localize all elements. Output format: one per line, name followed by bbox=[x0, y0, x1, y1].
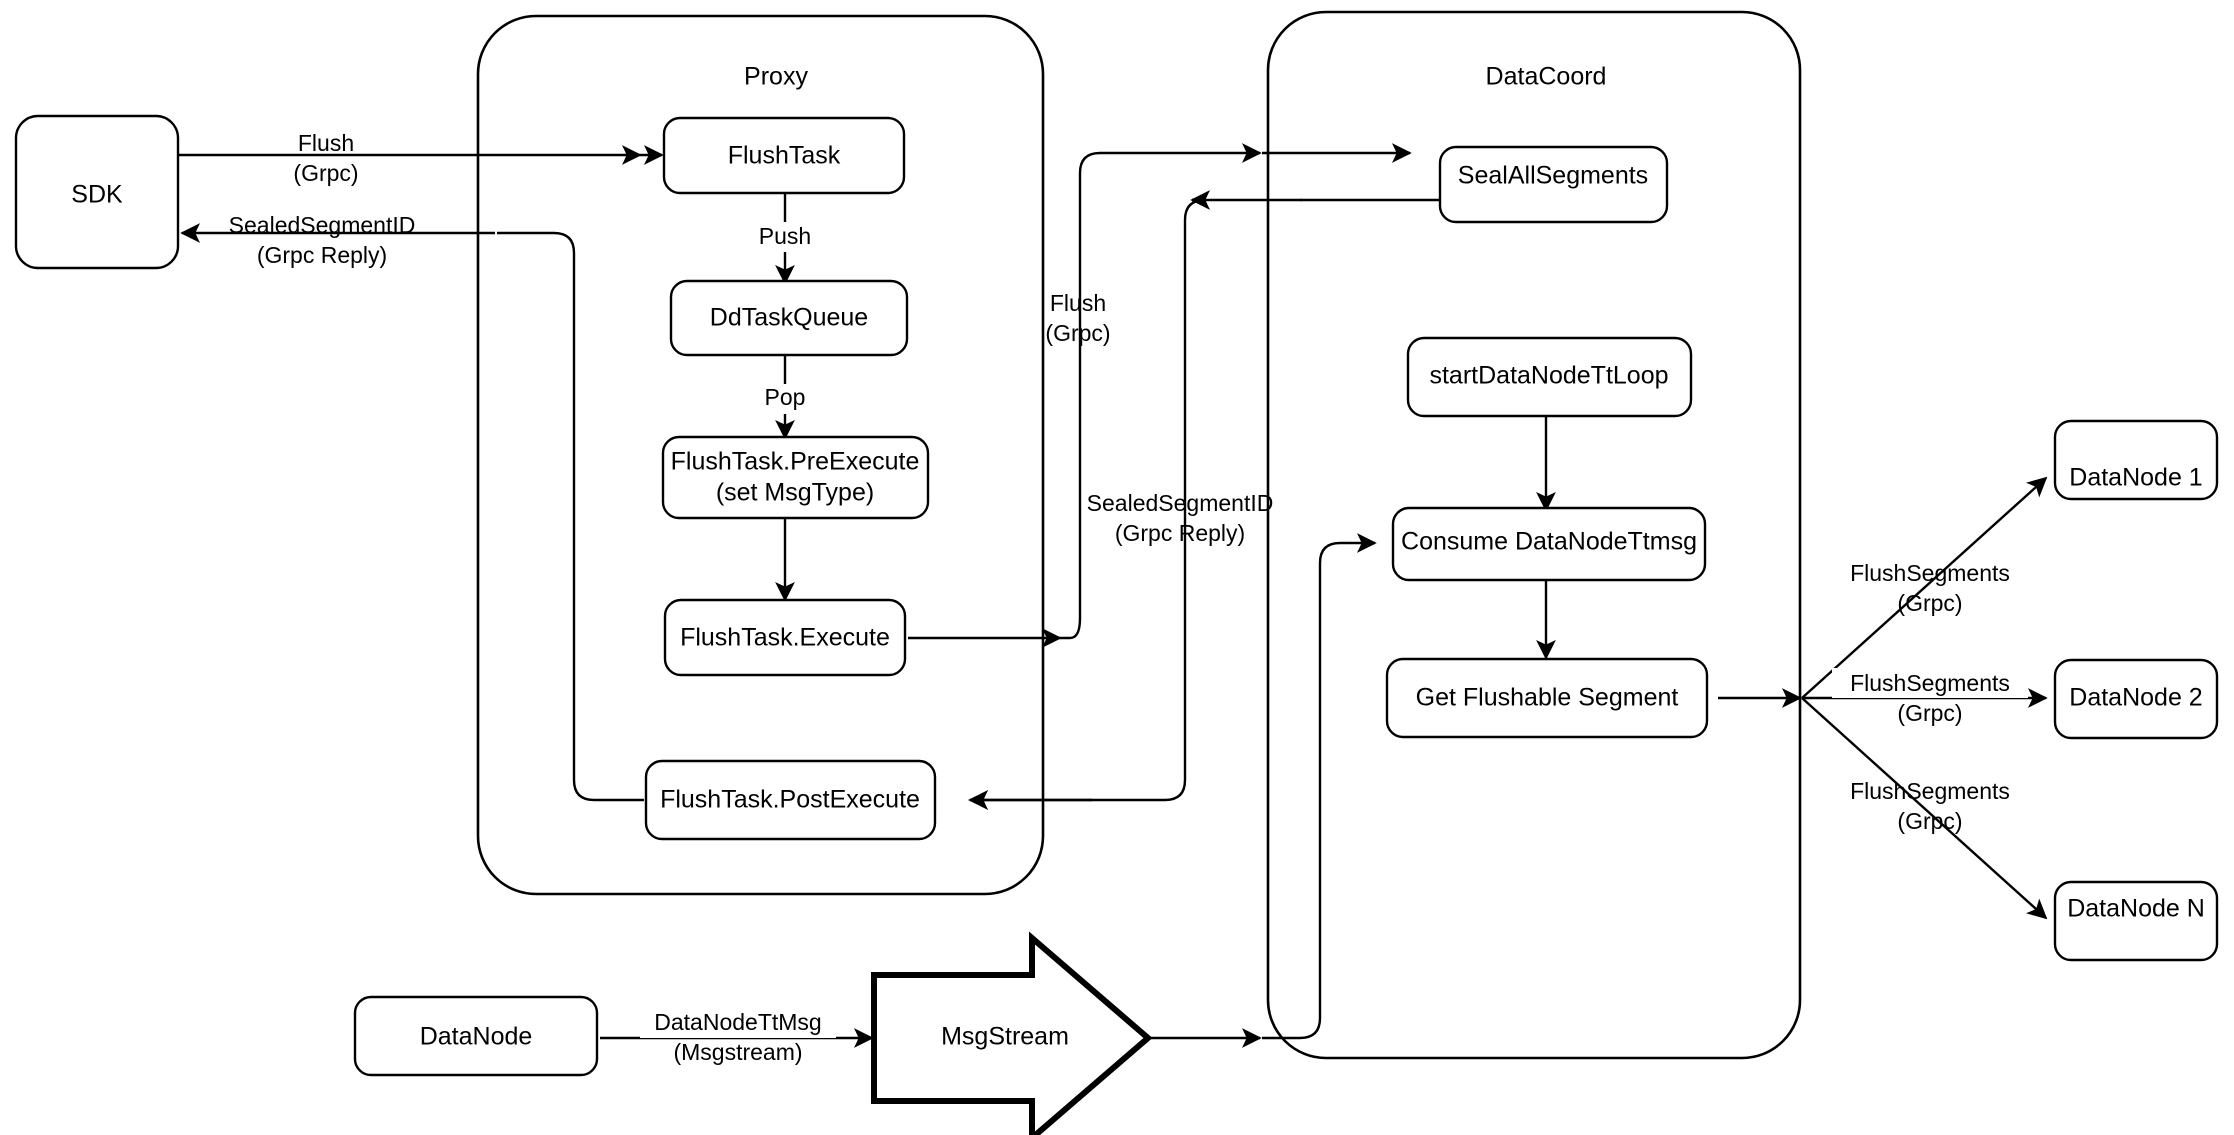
edge-label-flushsegments2-line1: FlushSegments bbox=[1850, 670, 2010, 696]
node-datanode-1[interactable]: DataNode 1 bbox=[2053, 419, 2219, 501]
ddtaskqueue-label: DdTaskQueue bbox=[710, 304, 868, 332]
edge-label-flushsegments2-line2: (Grpc) bbox=[1897, 700, 1962, 726]
startdatanodettloop-box bbox=[1406, 336, 1693, 418]
edge-flush-grpc-to-datacoord bbox=[1060, 143, 1262, 640]
edge-label-flushsegments-1: FlushSegments (Grpc) bbox=[1850, 560, 2010, 616]
execute-box bbox=[663, 598, 907, 677]
edge-hub-to-datanoden bbox=[1801, 697, 2048, 920]
node-sdk[interactable]: SDK bbox=[14, 114, 180, 270]
node-consume-datanodettmsg[interactable]: Consume DataNodeTtmsg bbox=[1391, 506, 1707, 582]
sealallsegments-label: SealAllSegments bbox=[1458, 162, 1648, 190]
edge-label-sealedsegmentid-line1: SealedSegmentID bbox=[229, 212, 416, 238]
node-datanode-n[interactable]: DataNode N bbox=[2053, 880, 2219, 962]
edge-label-pop: Pop bbox=[754, 384, 816, 414]
node-msgstream[interactable]: MsgStream bbox=[871, 931, 1153, 1135]
edge-label-sealedreply-line1: SealedSegmentID bbox=[1087, 490, 1274, 516]
edge-label-flushsegmentsn-line2: (Grpc) bbox=[1897, 808, 1962, 834]
edge-label-push: Push bbox=[748, 222, 822, 252]
sealallsegments-box bbox=[1438, 145, 1669, 224]
edge-label-sealedsegmentid-line2: (Grpc Reply) bbox=[257, 242, 387, 268]
pop-label-backdrop bbox=[754, 384, 816, 414]
node-flushtask-execute[interactable]: FlushTask.Execute bbox=[663, 598, 907, 677]
edge-label-flushsegments1-line1: FlushSegments bbox=[1850, 560, 2010, 586]
edge-label-datanode-ttmsg: DataNodeTtMsg (Msgstream) bbox=[640, 1008, 836, 1065]
edge-label-flush-datacoord-line1: Flush bbox=[1050, 290, 1106, 316]
node-sealallsegments[interactable]: SealAllSegments bbox=[1438, 145, 1669, 224]
datacoord-container-label: DataCoord bbox=[1486, 63, 1607, 91]
edge-label-pop: Pop bbox=[765, 384, 806, 410]
sdk-box bbox=[14, 114, 180, 270]
sdk-label: SDK bbox=[71, 181, 123, 209]
edge-label-flushsegments-n: FlushSegments (Grpc) bbox=[1850, 778, 2010, 834]
msgstream-label: MsgStream bbox=[941, 1023, 1069, 1051]
datanode2-label: DataNode 2 bbox=[2069, 684, 2202, 712]
datanode-source-box bbox=[353, 995, 599, 1077]
flushsegments2-label-backdrop bbox=[1832, 668, 2028, 698]
proxy-container-outline bbox=[476, 14, 1045, 896]
datanoden-label: DataNode N bbox=[2067, 895, 2205, 923]
preexecute-label-line1: FlushTask.PreExecute bbox=[671, 448, 920, 476]
ttmsg-label-backdrop bbox=[640, 1008, 836, 1038]
node-flushtask[interactable]: FlushTask bbox=[662, 116, 906, 195]
postexecute-box bbox=[644, 759, 937, 841]
ddtaskqueue-box bbox=[669, 279, 909, 357]
edge-label-flushsegmentsn-line1: FlushSegments bbox=[1850, 778, 2010, 804]
node-startdatanodettloop[interactable]: startDataNodeTtLoop bbox=[1406, 336, 1693, 418]
node-get-flushable-segment[interactable]: Get Flushable Segment bbox=[1385, 657, 1709, 739]
edge-label-push: Push bbox=[759, 223, 811, 249]
flushtask-label: FlushTask bbox=[728, 142, 841, 170]
consume-datanodettmsg-label: Consume DataNodeTtmsg bbox=[1401, 528, 1697, 556]
get-flushable-segment-box bbox=[1385, 657, 1709, 739]
startdatanodettloop-label: startDataNodeTtLoop bbox=[1429, 362, 1668, 390]
edge-hub-to-datanode1 bbox=[1801, 476, 2048, 699]
container-proxy[interactable]: Proxy bbox=[476, 14, 1045, 896]
push-label-backdrop bbox=[748, 222, 822, 252]
preexecute-label-line2: (set MsgType) bbox=[716, 479, 874, 507]
datacoord-container-outline bbox=[1266, 10, 1802, 1060]
edge-label-datacoord-to-proxy: SealedSegmentID (Grpc Reply) bbox=[1087, 490, 1274, 546]
node-flushtask-postexecute[interactable]: FlushTask.PostExecute bbox=[644, 759, 937, 841]
datanode-source-label: DataNode bbox=[420, 1023, 533, 1051]
edge-label-proxy-to-sdk: SealedSegmentID (Grpc Reply) bbox=[229, 212, 416, 268]
container-datacoord[interactable]: DataCoord bbox=[1266, 10, 1802, 1060]
edge-label-sdk-to-proxy: Flush (Grpc) bbox=[293, 130, 358, 186]
edge-label-flush-grpc-line1: Flush bbox=[298, 130, 354, 156]
node-datanode-2[interactable]: DataNode 2 bbox=[2053, 658, 2219, 740]
edge-label-datanodettmsg-line2: (Msgstream) bbox=[673, 1039, 802, 1065]
preexecute-box bbox=[661, 435, 930, 520]
edge-datacoord-to-consume bbox=[1262, 533, 1377, 1040]
datanode1-box bbox=[2053, 419, 2219, 501]
datanoden-box bbox=[2053, 880, 2219, 962]
node-flushtask-preexecute[interactable]: FlushTask.PreExecute (set MsgType) bbox=[661, 435, 930, 520]
edge-label-proxy-to-datacoord: Flush (Grpc) bbox=[1045, 290, 1110, 346]
proxy-container-label: Proxy bbox=[744, 63, 808, 91]
edge-label-flushsegments1-line2: (Grpc) bbox=[1897, 590, 1962, 616]
postexecute-label: FlushTask.PostExecute bbox=[660, 786, 920, 814]
node-datanode-source[interactable]: DataNode bbox=[353, 995, 599, 1077]
node-ddtaskqueue[interactable]: DdTaskQueue bbox=[669, 279, 909, 357]
datanode1-label: DataNode 1 bbox=[2069, 464, 2202, 492]
consume-datanodettmsg-box bbox=[1391, 506, 1707, 582]
edge-sealreply-to-postexecute bbox=[968, 198, 1206, 810]
get-flushable-segment-label: Get Flushable Segment bbox=[1416, 684, 1679, 712]
edge-label-sealedreply-line2: (Grpc Reply) bbox=[1115, 520, 1245, 546]
msgstream-arrow-shape bbox=[871, 931, 1153, 1135]
edge-postexecute-to-reply bbox=[497, 231, 644, 802]
datanode2-box bbox=[2053, 658, 2219, 740]
flushtask-box bbox=[662, 116, 906, 195]
edge-label-flushsegments-2: FlushSegments (Grpc) bbox=[1832, 668, 2028, 726]
execute-label: FlushTask.Execute bbox=[680, 624, 890, 652]
edge-label-datanodettmsg-line1: DataNodeTtMsg bbox=[654, 1009, 821, 1035]
edge-label-flush-grpc-line2: (Grpc) bbox=[293, 160, 358, 186]
edge-label-flush-datacoord-line2: (Grpc) bbox=[1045, 320, 1110, 346]
